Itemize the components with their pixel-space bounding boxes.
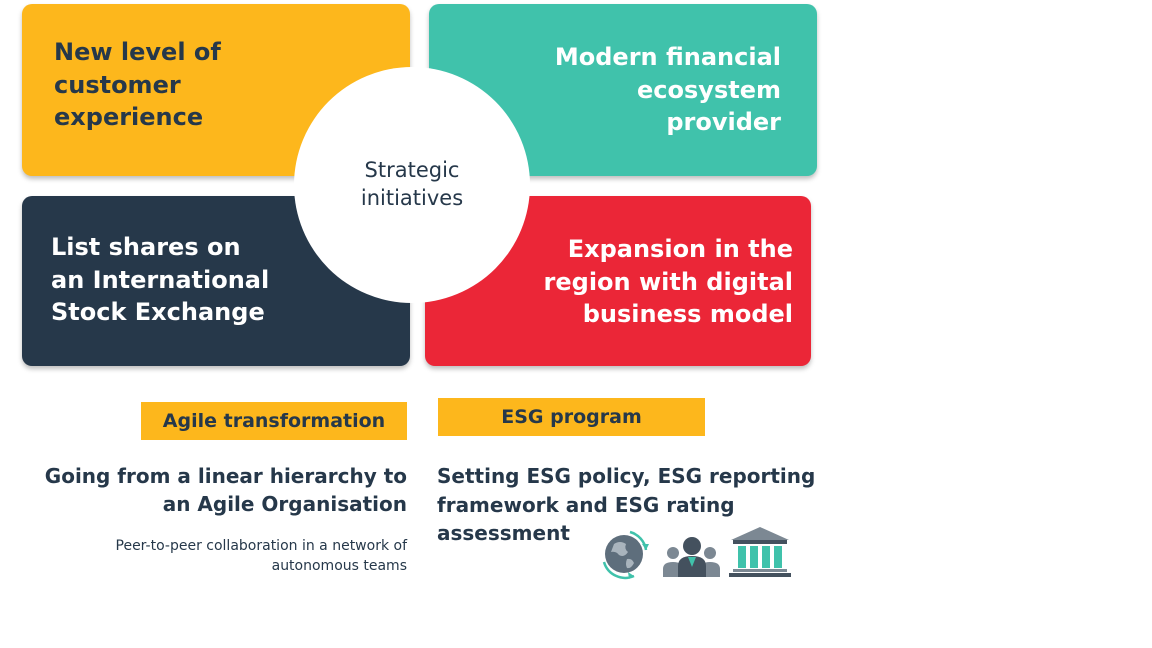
quadrant-line: business model — [582, 300, 793, 328]
quadrant-line: region with digital — [543, 267, 793, 296]
quadrant-regional-expansion: Expansion in the region with digital bus… — [425, 196, 811, 366]
quadrant-line: Stock Exchange — [51, 298, 265, 326]
quadrant-line: provider — [666, 108, 781, 136]
quadrant-line: experience — [54, 103, 204, 131]
heading-line: Going from a linear hierarchy to — [44, 464, 407, 488]
bank-icon — [729, 527, 791, 577]
esg-heading: Setting ESG policy, ESG reporting framew… — [437, 462, 817, 548]
esg-program-tag: ESG program — [438, 398, 705, 436]
center-label: Strategic initiatives — [294, 156, 530, 212]
agile-transformation-tag: Agile transformation — [141, 402, 407, 440]
heading-line: assessment — [437, 521, 570, 545]
quadrant-line: ecosystem — [637, 75, 781, 104]
heading-line: Setting ESG policy, ESG reporting — [437, 464, 816, 488]
description-line: Peer-to-peer collaboration in a network … — [115, 538, 407, 554]
heading-line: an Agile Organisation — [162, 492, 407, 516]
quadrant-list-shares-label: List shares on an International Stock Ex… — [51, 231, 311, 329]
people-icon — [663, 537, 720, 577]
quadrant-line: List shares on — [51, 233, 241, 261]
center-circle: Strategic initiatives — [294, 67, 530, 303]
quadrant-line: customer — [54, 70, 181, 99]
quadrant-line: Expansion in the — [567, 235, 793, 263]
center-line: initiatives — [360, 186, 464, 210]
quadrant-regional-expansion-label: Expansion in the region with digital bus… — [513, 233, 793, 331]
center-line: Strategic — [364, 158, 460, 182]
globe-icon — [602, 530, 649, 580]
quadrant-financial-ecosystem-label: Modern financial ecosystem provider — [511, 41, 781, 139]
heading-line: framework and ESG rating — [437, 492, 735, 517]
quadrant-customer-experience-label: New level of customer experience — [54, 36, 284, 134]
agile-heading: Going from a linear hierarchy to an Agil… — [30, 462, 407, 518]
quadrant-line: an International — [51, 265, 270, 294]
quadrant-line: New level of — [54, 38, 221, 66]
quadrant-line: Modern financial — [554, 43, 781, 71]
description-line: autonomous teams — [271, 558, 407, 574]
agile-description: Peer-to-peer collaboration in a network … — [50, 536, 407, 576]
